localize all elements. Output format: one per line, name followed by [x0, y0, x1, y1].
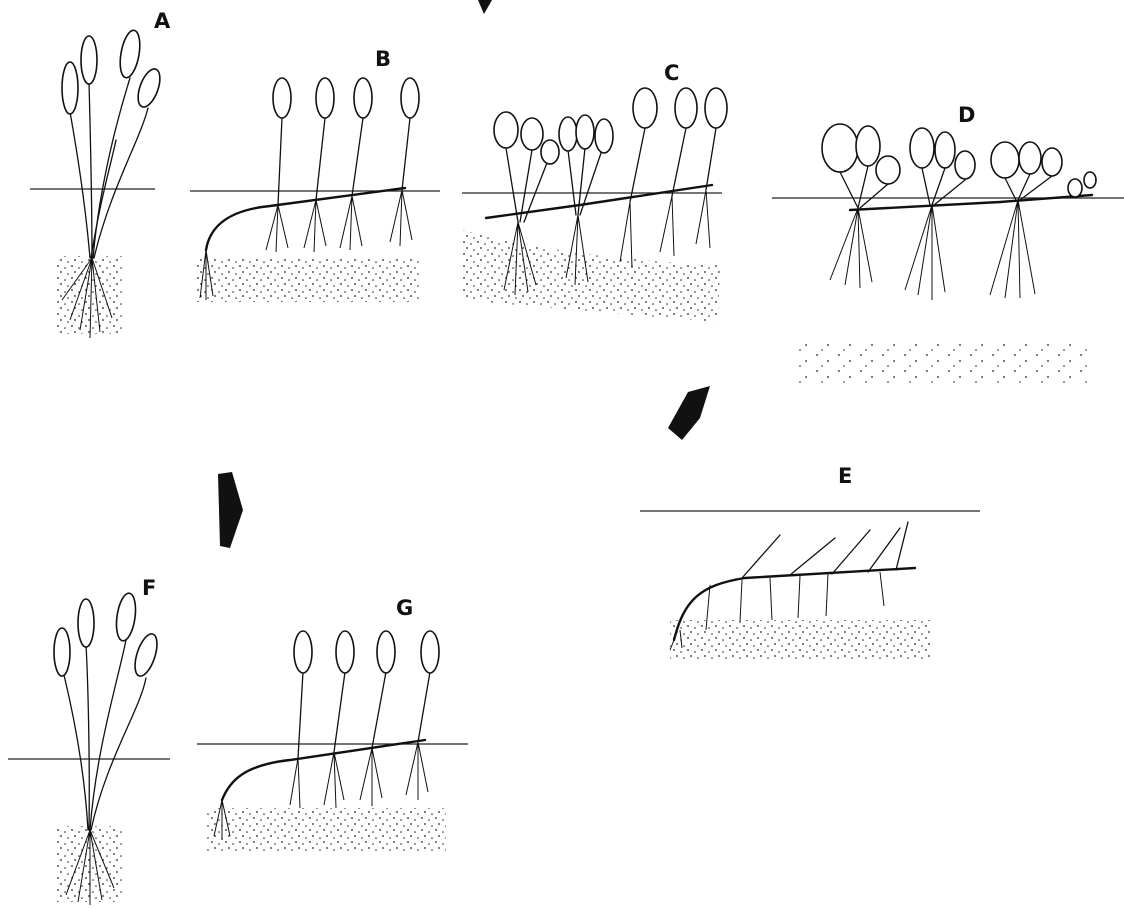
arrow-d-to-e [668, 386, 710, 440]
sediment [57, 256, 122, 334]
panel-e-label: E [838, 464, 852, 488]
panel-c: C [462, 61, 727, 322]
panel-a: A [30, 9, 171, 338]
shoot-row [290, 631, 439, 808]
arrow-top [478, 0, 492, 14]
panel-f-label: F [142, 576, 156, 600]
arrow-e-to-f [218, 472, 243, 548]
panel-a-label: A [154, 9, 171, 33]
stolon [222, 740, 425, 800]
sediment [670, 620, 932, 660]
panel-e: E [640, 464, 980, 660]
sediment [798, 343, 1088, 385]
panel-d: D [772, 103, 1124, 385]
panel-d-label: D [958, 103, 975, 127]
shoot-row [266, 78, 419, 252]
panel-b-label: B [375, 47, 391, 71]
stolon [486, 185, 712, 218]
panel-f: F [8, 576, 170, 905]
sediment [462, 230, 720, 322]
sediment [206, 808, 446, 852]
panel-c-label: C [664, 61, 679, 85]
panel-g-label: G [396, 596, 413, 620]
stolon [850, 195, 1092, 210]
panel-g: G [197, 596, 468, 852]
panel-b: B [190, 47, 440, 302]
sediment [195, 258, 420, 302]
shoot-clusters [822, 124, 1096, 300]
